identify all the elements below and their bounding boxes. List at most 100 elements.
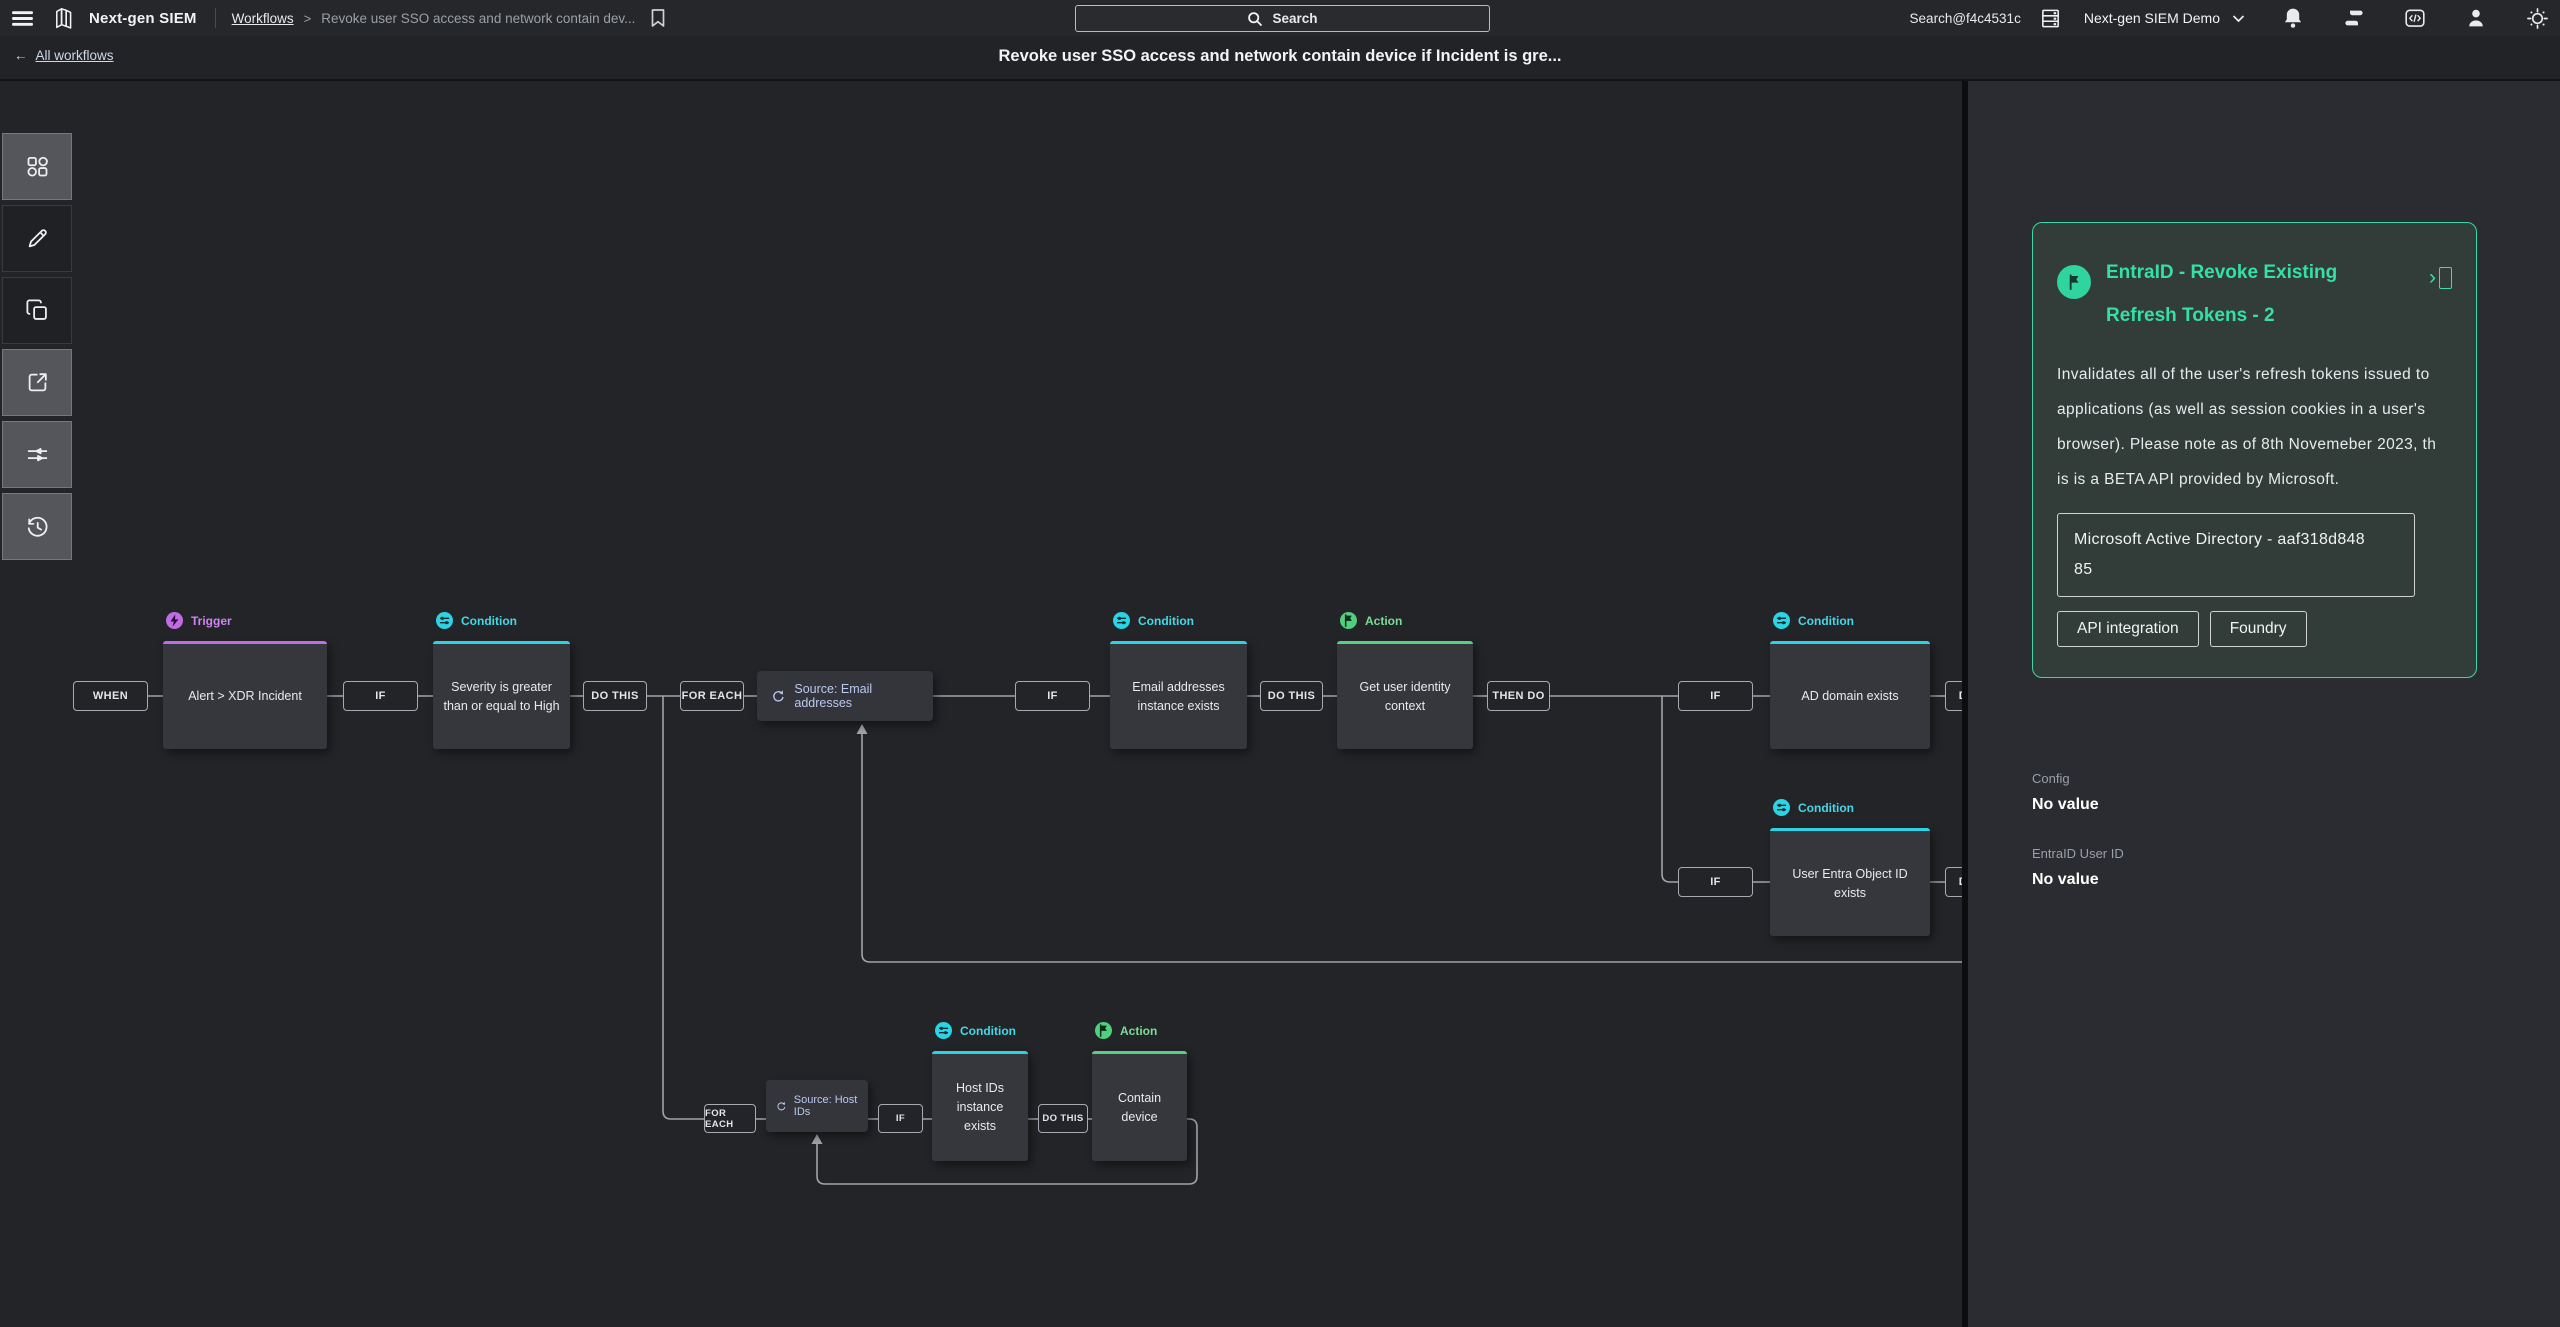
pencil-icon (24, 225, 51, 252)
action-flag-icon (1340, 612, 1357, 629)
action-flag-icon (2057, 265, 2091, 299)
node-type-label-condition: Condition (1113, 612, 1194, 629)
card-description: Invalidates all of the user's refresh to… (2057, 357, 2439, 497)
topbar-divider (215, 8, 216, 28)
panel-divider[interactable] (1962, 81, 1968, 1327)
workflow-header-bar: ← All workflows Revoke user SSO access a… (0, 36, 2560, 81)
back-to-all-workflows-link[interactable]: ← All workflows (14, 48, 114, 63)
action-node-contain-device[interactable]: Contain device (1092, 1051, 1187, 1161)
workflow-canvas[interactable]: Trigger Condition Condition Action Condi… (72, 81, 1962, 1327)
theme-toggle-sun-icon[interactable] (2525, 6, 2550, 31)
node-type-label-condition: Condition (935, 1022, 1016, 1039)
condition-icon (1773, 799, 1790, 816)
condition-node-entra-object-id[interactable]: User Entra Object ID exists (1770, 828, 1930, 936)
for-each-pill: FOR EACH (704, 1104, 756, 1133)
back-link-label: All workflows (36, 48, 114, 63)
field-entraid-user-id: EntraID User ID No value (2032, 846, 2124, 889)
bookmark-icon[interactable] (649, 8, 667, 28)
back-arrow-icon: ← (14, 48, 28, 63)
workflow-nodes-icon (24, 153, 51, 180)
field-label: EntraID User ID (2032, 846, 2124, 861)
node-type-label-trigger: Trigger (166, 612, 232, 629)
open-details-button[interactable]: › (2429, 267, 2452, 289)
history-clock-icon (24, 513, 51, 540)
if-pill: IF (1678, 867, 1753, 897)
topbar-action-icons (2281, 6, 2550, 31)
breadcrumb-separator: > (304, 11, 312, 26)
trigger-bolt-icon (166, 612, 183, 629)
parameter-fields: Config No value EntraID User ID No value (2032, 771, 2124, 889)
toolbar-history-button[interactable] (2, 493, 72, 560)
tenant-selector[interactable]: Next-gen SIEM Demo (2084, 10, 2245, 26)
breadcrumb-current-page: Revoke user SSO access and network conta… (321, 11, 635, 26)
field-config: Config No value (2032, 771, 2124, 814)
for-each-pill: FOR EACH (680, 681, 744, 711)
condition-node-severity[interactable]: Severity is greater than or equal to Hig… (433, 641, 570, 749)
tenant-name: Next-gen SIEM Demo (2084, 10, 2220, 26)
toolbar-select-nodes-button[interactable] (2, 133, 72, 200)
node-type-label-action: Action (1095, 1022, 1157, 1039)
then-do-pill: THEN DO (1487, 681, 1550, 711)
user-profile-icon[interactable] (2464, 6, 2488, 30)
do-this-pill-clipped: DO THIS (1945, 867, 1962, 897)
condition-node-host-ids-exist[interactable]: Host IDs instance exists (932, 1051, 1028, 1161)
action-flag-icon (1095, 1022, 1112, 1039)
toolbar-edit-button[interactable] (2, 205, 72, 272)
trigger-node-alert-xdr-incident[interactable]: Alert > XDR Incident (163, 641, 327, 749)
breadcrumb-workflows-link[interactable]: Workflows (232, 11, 294, 26)
card-header: EntraID - Revoke Existing Refresh Tokens… (2057, 251, 2452, 337)
condition-icon (1113, 612, 1130, 629)
copy-icon (24, 297, 51, 324)
node-type-label-action: Action (1340, 612, 1402, 629)
tag-chip: API integration (2057, 611, 2199, 647)
do-this-pill: DO THIS (1260, 681, 1323, 711)
api-code-icon[interactable] (2403, 6, 2427, 30)
notifications-bell-icon[interactable] (2281, 6, 2305, 30)
topbar-right-cluster: Search@f4c4531c Next-gen SIEM Demo (1910, 0, 2554, 36)
condition-node-ad-domain[interactable]: AD domain exists (1770, 641, 1930, 749)
card-title: EntraID - Revoke Existing Refresh Tokens… (2106, 251, 2338, 337)
node-type-label-condition: Condition (436, 612, 517, 629)
integration-account-box: Microsoft Active Directory - aaf318d8488… (2057, 513, 2415, 597)
field-value: No value (2032, 796, 2124, 814)
toolbar-export-button[interactable] (2, 349, 72, 416)
current-user-label: Search@f4c4531c (1910, 11, 2021, 26)
field-label: Config (2032, 771, 2124, 786)
do-this-pill: DO THIS (583, 681, 647, 711)
node-details-panel: EntraID - Revoke Existing Refresh Tokens… (1968, 81, 2560, 1327)
loop-refresh-icon (770, 688, 785, 705)
search-label: Search (1272, 11, 1317, 26)
condition-node-email-exists[interactable]: Email addresses instance exists (1110, 641, 1247, 749)
action-node-get-user-identity[interactable]: Get user identity context (1337, 641, 1473, 749)
search-icon (1247, 11, 1263, 27)
global-search-input[interactable]: Search (1075, 5, 1490, 32)
loop-source-email-addresses[interactable]: Source: Email addresses (757, 671, 933, 721)
toolbar-duplicate-button[interactable] (2, 277, 72, 344)
toolbar-align-button[interactable] (2, 421, 72, 488)
field-value: No value (2032, 871, 2124, 889)
share-export-icon (24, 369, 51, 396)
node-type-label-condition: Condition (1773, 799, 1854, 816)
hamburger-menu-icon[interactable] (0, 0, 44, 36)
tag-chip: Foundry (2210, 611, 2307, 647)
if-pill: IF (878, 1104, 923, 1133)
falcon-logo-icon[interactable] (52, 5, 75, 31)
top-navigation-bar: Next-gen SIEM Workflows > Revoke user SS… (0, 0, 2560, 36)
selected-action-card: EntraID - Revoke Existing Refresh Tokens… (2032, 222, 2477, 678)
if-pill: IF (1678, 681, 1753, 711)
support-chat-icon[interactable] (2342, 6, 2366, 30)
side-panel-icon (2439, 267, 2452, 289)
condition-icon (436, 612, 453, 629)
chevron-down-icon (2232, 14, 2245, 23)
if-pill: IF (343, 681, 418, 711)
node-type-label-condition: Condition (1773, 612, 1854, 629)
data-connections-icon[interactable] (2039, 7, 2062, 30)
do-this-pill: DO THIS (1038, 1104, 1088, 1133)
distribute-arrows-icon (24, 441, 51, 468)
when-pill: WHEN (73, 681, 148, 711)
condition-icon (935, 1022, 952, 1039)
loop-source-host-ids[interactable]: Source: Host IDs (766, 1080, 868, 1132)
chevron-right-icon: › (2429, 268, 2436, 288)
card-tags: API integration Foundry (2057, 611, 2452, 647)
